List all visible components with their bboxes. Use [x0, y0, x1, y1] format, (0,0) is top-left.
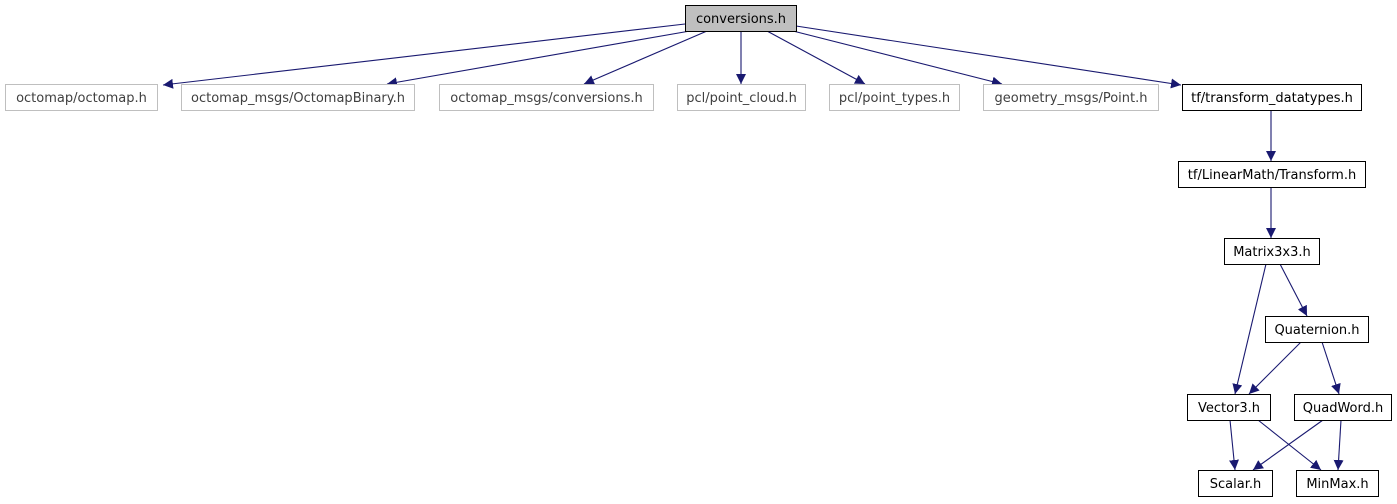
edge-quaternion_h-to-quadword_h [1321, 341, 1341, 395]
node-box [1198, 470, 1273, 497]
node-label: octomap/octomap.h [16, 91, 147, 106]
node-label: MinMax.h [1306, 477, 1368, 492]
node-vector3-h[interactable]: Vector3.h [1187, 394, 1271, 421]
node-box [5, 84, 158, 111]
edge-conversions_h-to-geometry_msgs_point_h [792, 30, 1003, 87]
node-box [1187, 394, 1271, 421]
edge-quaternion_h-to-vector3_h [1248, 341, 1302, 395]
node-octomap-msgs-conversions-h: octomap_msgs/conversions.h [439, 84, 654, 111]
node-label: Vector3.h [1198, 401, 1260, 416]
node-box [685, 5, 797, 32]
node-matrix3x3-h[interactable]: Matrix3x3.h [1224, 238, 1320, 265]
node-box [439, 84, 654, 111]
edge-conversions_h-to-octomap_msgs_conversions_h [583, 30, 708, 85]
node-label: octomap_msgs/conversions.h [450, 91, 642, 106]
node-minmax-h[interactable]: MinMax.h [1296, 470, 1379, 497]
edge-quadword_h-to-scalar_h [1252, 419, 1324, 471]
node-pcl-point-types-h: pcl/point_types.h [829, 84, 960, 111]
edges-layer [162, 23, 1344, 471]
edge-quadword_h-to-minmax_h [1333, 419, 1344, 471]
node-quaternion-h[interactable]: Quaternion.h [1265, 316, 1369, 343]
edge-vector3_h-to-minmax_h [1257, 419, 1322, 471]
node-box [1224, 238, 1320, 265]
node-quadword-h[interactable]: QuadWord.h [1294, 394, 1392, 421]
node-label: Matrix3x3.h [1233, 245, 1311, 260]
edge-matrix3x3_h-to-quaternion_h [1279, 263, 1308, 317]
node-pcl-point-cloud-h: pcl/point_cloud.h [677, 84, 806, 111]
node-scalar-h[interactable]: Scalar.h [1198, 470, 1273, 497]
node-geometry-msgs-point-h: geometry_msgs/Point.h [983, 84, 1159, 111]
node-box [1265, 316, 1369, 343]
node-box [1178, 161, 1366, 188]
node-label: octomap_msgs/OctomapBinary.h [191, 91, 405, 106]
edge-conversions_h-to-pcl_point_types_h [766, 30, 866, 85]
node-box [983, 84, 1159, 111]
node-label: QuadWord.h [1303, 401, 1383, 416]
node-tf-transform-datatypes-h[interactable]: tf/transform_datatypes.h [1182, 84, 1362, 111]
node-label: Quaternion.h [1274, 323, 1359, 338]
node-label: pcl/point_types.h [839, 91, 950, 106]
node-octomap-h: octomap/octomap.h [5, 84, 158, 111]
edge-matrix3x3_h-to-vector3_h [1232, 263, 1267, 395]
node-label: Scalar.h [1210, 477, 1261, 492]
node-box [1296, 470, 1379, 497]
nodes-layer: conversions.h octomap/octomap.h octomap_ms… [5, 5, 1392, 497]
node-conversions-h[interactable]: conversions.h [685, 5, 797, 32]
node-box [829, 84, 960, 111]
node-tf-linearmath-transform-h[interactable]: tf/LinearMath/Transform.h [1178, 161, 1366, 188]
edge-conversions_h-to-octomap_binary_h [386, 30, 691, 88]
node-octomap-binary-h: octomap_msgs/OctomapBinary.h [181, 84, 415, 111]
edge-vector3_h-to-scalar_h [1229, 419, 1239, 471]
edge-conversions_h-to-tf_transform_datatypes_h [795, 25, 1182, 89]
node-label: geometry_msgs/Point.h [995, 91, 1148, 106]
node-label: conversions.h [696, 12, 786, 27]
node-box [181, 84, 415, 111]
node-box [677, 84, 806, 111]
node-label: tf/transform_datatypes.h [1191, 91, 1353, 106]
node-box [1294, 394, 1392, 421]
node-label: tf/LinearMath/Transform.h [1188, 168, 1356, 183]
node-label: pcl/point_cloud.h [686, 91, 797, 106]
node-box [1182, 84, 1362, 111]
edge-conversions_h-to-octomap_h [162, 23, 686, 89]
